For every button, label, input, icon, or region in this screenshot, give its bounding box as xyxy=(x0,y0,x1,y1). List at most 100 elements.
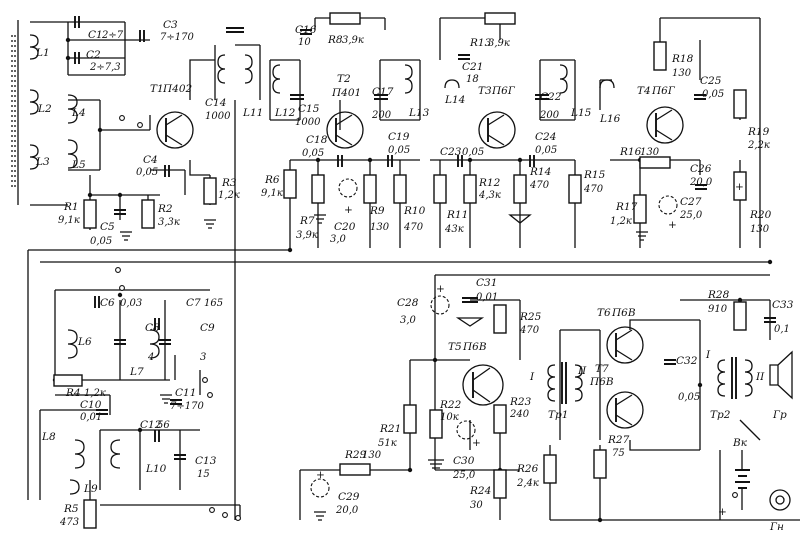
c7-value: 165 xyxy=(204,298,223,309)
t1-type: П402 xyxy=(162,83,193,95)
l15-label: L15 xyxy=(570,107,592,119)
r4-value: 1,2к xyxy=(84,388,106,399)
r20-value: 130 xyxy=(750,224,770,235)
c19-value: 0,05 xyxy=(388,145,410,156)
l16-label: L16 xyxy=(599,113,621,125)
r29-ref: R29 xyxy=(344,449,367,461)
r10-ref: R10 xyxy=(403,205,426,217)
l1-label: L1 xyxy=(35,47,50,59)
t2-type: П401 xyxy=(331,87,361,99)
c6-value: 0,03 xyxy=(120,298,142,309)
tp2-ref: Tp2 xyxy=(710,409,731,421)
r9-value: 130 xyxy=(370,222,390,233)
c17-ref: C17 xyxy=(372,86,394,98)
t7-type: П6В xyxy=(589,376,614,388)
r5-value: 473 xyxy=(59,517,79,528)
capacitor-labels: C1 2÷7 C2 2÷7,3 C3 7÷170 C4 0,05 C5 0,05… xyxy=(80,19,794,516)
c31-value: 0,01 xyxy=(476,292,498,303)
c11-value: 7÷170 xyxy=(170,401,204,412)
c3-value: 7÷170 xyxy=(160,32,194,43)
r16-value: 130 xyxy=(640,147,660,158)
r24-ref: R24 xyxy=(469,485,491,497)
battery-and-jack xyxy=(735,419,791,511)
r13-ref: R13 xyxy=(469,37,492,49)
r6-value: 9,1к xyxy=(261,188,283,199)
c21-ref: C21 xyxy=(462,61,483,73)
l7-label: L7 xyxy=(129,366,144,378)
battery-plus-sign: + xyxy=(718,506,727,518)
c29-plus-sign: + xyxy=(316,469,325,481)
c1-value: 2÷7 xyxy=(101,30,124,41)
c25-value: 0,05 xyxy=(702,89,724,100)
r26-value: 2,4к xyxy=(516,478,539,489)
c25-ref: C25 xyxy=(700,75,722,87)
c9-ref: C9 xyxy=(200,322,215,334)
l10-label: L10 xyxy=(145,463,167,475)
c17-value: 200 xyxy=(371,110,392,121)
jack-label: Гн xyxy=(769,521,784,533)
c20-ref: C20 xyxy=(334,221,356,233)
c11-ref: C11 xyxy=(175,387,196,399)
c26-ref: C26 xyxy=(690,163,712,175)
c3-ref: C3 xyxy=(163,19,178,31)
r16-ref: R16 xyxy=(619,146,642,158)
c32-value: 0,05 xyxy=(678,392,700,403)
t4-ref: T4 xyxy=(637,85,651,97)
r11-value: 43к xyxy=(444,224,464,235)
c31-ref: C31 xyxy=(476,277,497,289)
r23-value: 240 xyxy=(509,409,530,420)
c30-ref: C30 xyxy=(453,455,475,467)
r27-ref: R27 xyxy=(607,434,630,446)
c23-ref: C23 xyxy=(440,146,462,158)
c16-ref: C16 xyxy=(295,24,317,36)
c1-ref: C1 xyxy=(88,29,103,41)
c18-ref: C18 xyxy=(306,134,328,146)
r19-ref: R19 xyxy=(747,126,770,138)
t3-ref: T3 xyxy=(478,85,492,97)
c13-value: 15 xyxy=(197,469,210,480)
ground-symbols xyxy=(120,214,648,521)
r18-value: 130 xyxy=(672,68,692,79)
c22-ref: C22 xyxy=(540,91,562,103)
r9-ref: R9 xyxy=(369,205,385,217)
c15-ref: C15 xyxy=(298,103,320,115)
r14-value: 470 xyxy=(529,180,550,191)
c26-plus-sign: + xyxy=(735,181,744,193)
c33-ref: C33 xyxy=(772,299,794,311)
l6-label: L6 xyxy=(77,336,92,348)
r21-value: 51к xyxy=(378,438,397,449)
c22-value: 200 xyxy=(539,110,560,121)
t3-type: П6Г xyxy=(491,85,516,97)
l3-label: L3 xyxy=(35,156,50,168)
l11-label: L11 xyxy=(242,107,263,119)
resistor-labels: R1 9,1к R2 3,3к R3 1,2к R4 1,2к R5 473 R… xyxy=(58,34,772,528)
c27-plus-sign: + xyxy=(668,219,677,231)
c10-value: 0,01 xyxy=(80,412,102,423)
transformers xyxy=(547,350,793,404)
r10-value: 470 xyxy=(403,222,424,233)
c8-value: 4 xyxy=(147,352,154,363)
r19-value: 2,2к xyxy=(747,140,770,151)
r25-value: 470 xyxy=(519,325,540,336)
r14-ref: R14 xyxy=(529,166,551,178)
r11-ref: R11 xyxy=(446,209,468,221)
c5-ref: C5 xyxy=(100,221,115,233)
t4-type: П6Г xyxy=(651,85,676,97)
r25-ref: R25 xyxy=(519,311,542,323)
transformer-labels: I II Tp1 I II Tp2 xyxy=(529,349,765,421)
r4-ref: R4 xyxy=(65,387,81,399)
c14-value: 1000 xyxy=(205,111,231,122)
c8-ref: C8 xyxy=(145,322,160,334)
transistor-labels: T1 П402 T2 П401 T3 П6Г T4 П6Г T5 П6В T6 … xyxy=(150,73,676,388)
r26-ref: R26 xyxy=(516,463,539,475)
r17-ref: R17 xyxy=(615,201,638,213)
l5-label: L5 xyxy=(71,159,86,171)
r8-ref: R8 xyxy=(327,34,343,46)
r20-ref: R20 xyxy=(749,209,772,221)
inductor-labels: L1 L2 L3 L4 L5 L6 L7 L8 L9 L10 L11 L12 L… xyxy=(35,47,621,495)
r15-ref: R15 xyxy=(583,169,606,181)
capacitor-symbols xyxy=(74,16,776,498)
r22-value: 10к xyxy=(440,412,459,423)
c21-value: 18 xyxy=(466,74,479,85)
